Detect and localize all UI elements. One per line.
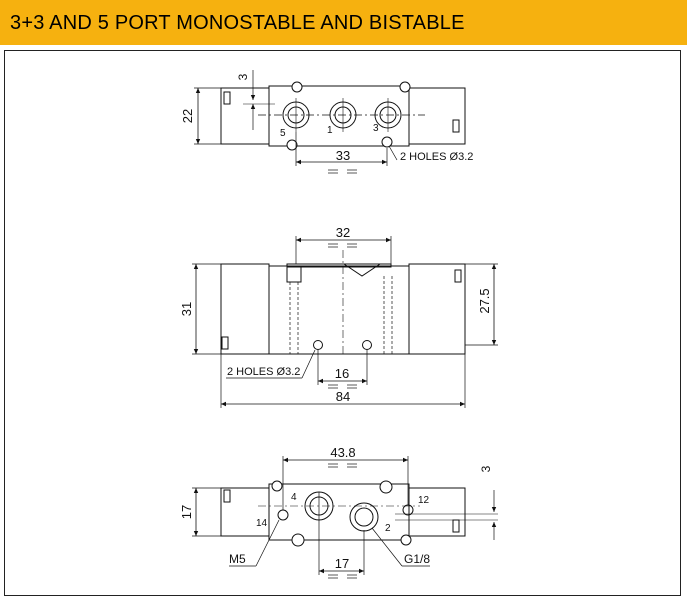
title-banner: 3+3 AND 5 PORT MONOSTABLE AND BISTABLE [0, 0, 687, 45]
top-body [268, 85, 410, 147]
bottom-body [268, 483, 410, 541]
front-hole-note: 2 HOLES Ø3.2 [227, 366, 300, 378]
port-label-12: 12 [418, 495, 430, 506]
front-body [268, 265, 410, 355]
top-left-led [223, 91, 231, 105]
page-title: 3+3 AND 5 PORT MONOSTABLE AND BISTABLE [10, 12, 465, 34]
drawing-frame [4, 50, 681, 596]
front-dim-hole-spacing-label: 16 [335, 366, 349, 381]
bottom-dim-height-label: 17 [179, 505, 194, 519]
pilot-14 [277, 509, 289, 521]
front-right-coil [408, 263, 466, 355]
thread-note-left: M5 [229, 552, 246, 566]
front-dim-right-label: 27.5 [477, 288, 492, 313]
front-dim-length-label: 84 [336, 389, 350, 404]
bottom-view [192, 456, 498, 579]
top-view [194, 70, 466, 174]
port-label-14: 14 [256, 518, 268, 529]
pilot-12 [402, 504, 414, 516]
front-dim-top-label: 32 [336, 225, 350, 240]
port-2-outer [349, 502, 379, 532]
top-right-led [452, 119, 460, 133]
front-dim-height-label: 31 [179, 302, 194, 316]
top-dim-offset-label: 3 [236, 73, 250, 80]
front-notch [343, 263, 381, 277]
port-label-5: 5 [280, 128, 286, 139]
top-hole-note: 2 HOLES Ø3.2 [400, 151, 473, 163]
top-dim-spacing-label: 33 [336, 148, 350, 163]
port-2-inner [354, 507, 374, 527]
port-label-1: 1 [327, 125, 333, 136]
front-left-led [221, 336, 229, 350]
front-view [192, 236, 498, 408]
front-hole-left [313, 340, 323, 350]
top-mount-hole [381, 136, 393, 148]
bottom-right-led [452, 519, 460, 533]
bottom-lug-bottom [291, 533, 305, 547]
port-label-2: 2 [385, 523, 391, 534]
bottom-lug-left [271, 480, 283, 492]
top-right-coil [408, 87, 466, 145]
top-dim-height-label: 22 [180, 109, 195, 123]
bottom-dim-span-label: 43.8 [330, 445, 355, 460]
front-left-boss [286, 265, 302, 283]
top-lug-bottom-left [286, 139, 298, 151]
bottom-lug-right [379, 480, 393, 494]
bottom-dim-spacing-label: 17 [335, 556, 349, 571]
front-hole-right [362, 340, 372, 350]
bottom-dim-offset-label: 3 [479, 465, 493, 472]
top-lug-left [291, 81, 303, 93]
port-label-4: 4 [291, 492, 297, 503]
top-left-coil [220, 87, 270, 145]
front-right-led [454, 269, 462, 283]
thread-note-right: G1/8 [404, 552, 430, 566]
port-label-3: 3 [373, 123, 379, 134]
bottom-left-led [223, 489, 231, 503]
bottom-lug-bottom-right [400, 534, 412, 546]
top-lug-right [399, 81, 411, 93]
